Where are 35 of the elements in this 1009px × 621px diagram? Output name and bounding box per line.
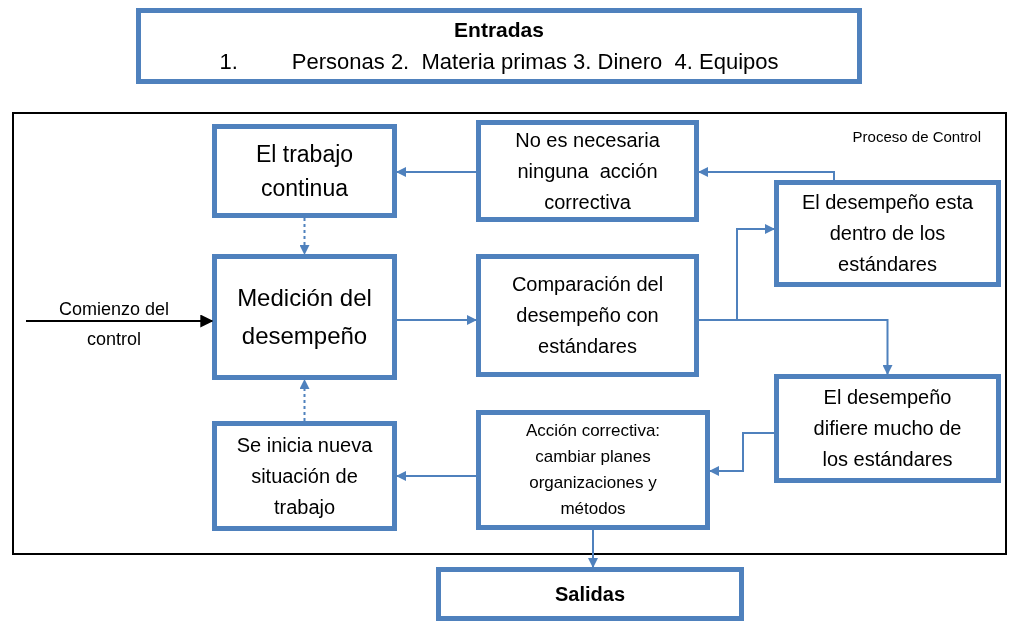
list-text: Personas 2. Materia primas 3. Dinero 4. Equipos — [291, 48, 779, 77]
box-text: Salidas — [554, 582, 625, 607]
arrow — [588, 529, 598, 568]
process-box — [476, 410, 710, 530]
edge-label: Comienzo del control — [57, 298, 171, 351]
frame-title: Proceso de Control — [852, 127, 981, 147]
process-box — [476, 120, 699, 222]
list-text: 1. — [219, 48, 238, 77]
process-box — [212, 421, 397, 531]
arrow — [698, 167, 835, 181]
box-text: Se inicia nueva situación de trabajo — [235, 432, 374, 520]
process-frame — [12, 112, 1007, 555]
output-box — [436, 567, 744, 621]
box-text: No es necesaria ninguna acción correctiva — [514, 127, 661, 215]
box-text: El desempeño difiere mucho de los estándares — [812, 385, 963, 472]
input-box — [136, 8, 862, 84]
arrow — [299, 379, 310, 422]
process-box — [476, 254, 699, 377]
arrow — [299, 217, 310, 255]
box-text: El trabajo continua — [254, 140, 355, 203]
box-text: Acción correctiva: cambiar planes organizaciones y métodos — [524, 420, 662, 520]
process-box — [774, 180, 1001, 287]
arrow — [25, 314, 214, 328]
process-box — [212, 254, 397, 380]
arrow — [396, 471, 477, 481]
box-text: El desempeño esta dentro de los estándares — [800, 190, 975, 277]
process-box — [774, 374, 1001, 483]
box-text: Medición del desempeño — [236, 283, 373, 351]
box-heading: Entradas — [454, 16, 544, 43]
box-text: Comparación del desempeño con estándares — [510, 272, 665, 359]
process-box — [212, 124, 397, 218]
arrow — [698, 319, 893, 375]
arrow — [396, 315, 477, 325]
arrow — [709, 432, 775, 476]
arrow — [396, 167, 477, 177]
